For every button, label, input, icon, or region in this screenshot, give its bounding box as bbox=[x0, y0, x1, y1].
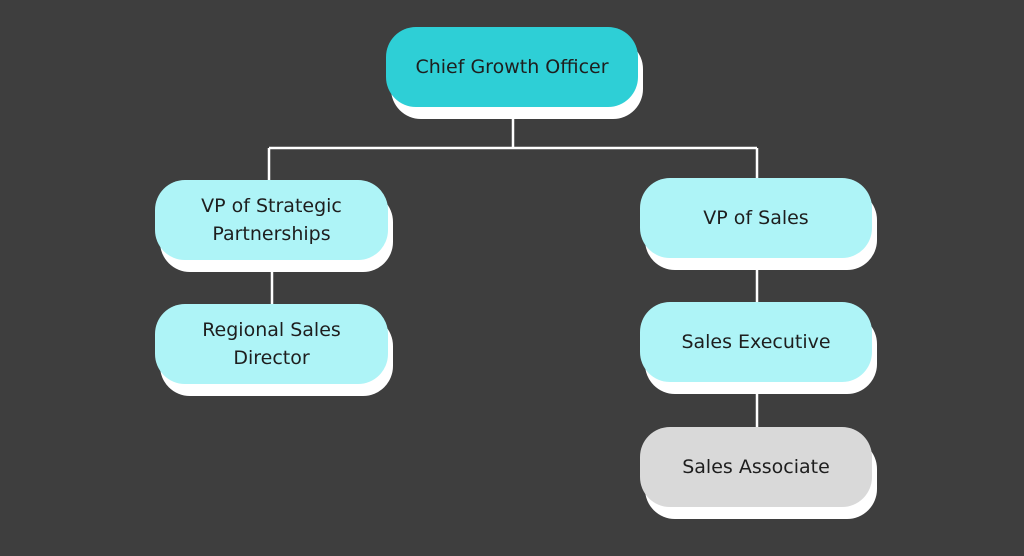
node-label: VP of Strategic Partnerships bbox=[201, 195, 342, 245]
node-chief-growth-officer: Chief Growth Officer bbox=[386, 27, 638, 107]
node-label: Regional Sales Director bbox=[202, 319, 341, 369]
node-label: VP of Sales bbox=[703, 207, 809, 229]
node-regional-sales-director: Regional Sales Director bbox=[155, 304, 388, 384]
node-label: Chief Growth Officer bbox=[415, 56, 609, 78]
node-vp-strategic-partnerships: VP of Strategic Partnerships bbox=[155, 180, 388, 260]
node-sales-executive: Sales Executive bbox=[640, 302, 872, 382]
node-sales-associate: Sales Associate bbox=[640, 427, 872, 507]
node-vp-of-sales: VP of Sales bbox=[640, 178, 872, 258]
node-label: Sales Associate bbox=[682, 456, 830, 478]
node-label: Sales Executive bbox=[681, 331, 831, 353]
